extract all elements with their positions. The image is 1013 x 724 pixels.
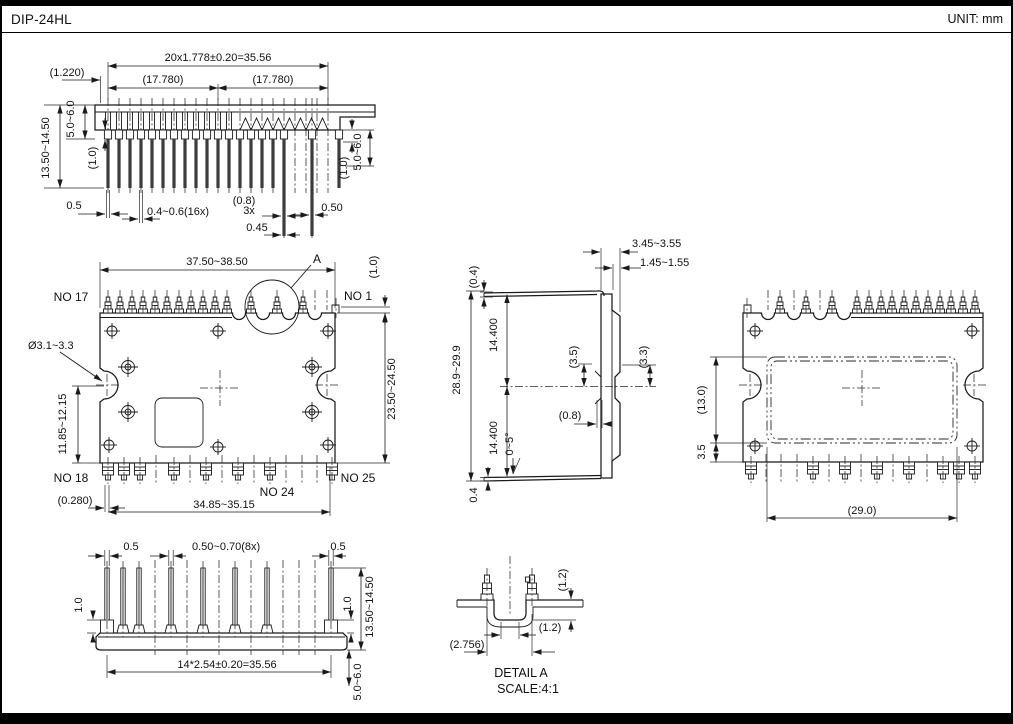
front-pin-row: [103, 129, 344, 237]
dim-body-depth: 23.50~24.50: [386, 358, 398, 419]
detail-a-drawing: (1.2) (1.2) (2.756) DETAIL A SCALE:4:1: [450, 556, 584, 696]
detail-a-circle: [244, 279, 300, 335]
pin24-label: NO 24: [260, 485, 295, 499]
dim-half-span-top: 14.400: [488, 318, 500, 352]
dim-pin-span: 34.85~35.15: [193, 499, 254, 511]
dim-notch-depth: (1.2): [557, 569, 569, 592]
sheet-border-left: [0, 0, 2, 724]
dim-pin-width-right: 0.5: [330, 541, 345, 553]
dim-hole-offset: 11.85~12.15: [57, 394, 69, 455]
dim-total-span: 28.9~29.9: [451, 345, 463, 394]
dim-pin-edge-offset: (1.0): [368, 256, 380, 279]
dim-shoulder-right: 1.0: [342, 596, 354, 611]
dim-draft-angle: 0~5°: [504, 432, 516, 455]
dim-pin-pitch-total: 14*2.54±0.20=35.56: [177, 659, 276, 671]
dim-pad-height: (13.0): [696, 386, 708, 415]
pin1-label: NO 1: [344, 289, 372, 303]
pin18-label: NO 18: [54, 471, 89, 485]
dim-notch-right: (3.3): [638, 346, 650, 369]
back-top-pin-row: [775, 289, 980, 316]
pin25-label: NO 25: [341, 471, 376, 485]
heatsink-pad-outline: [766, 356, 958, 444]
dim-edge-offset: (1.220): [50, 67, 85, 79]
dim-pin-width-045: 0.45: [246, 222, 267, 234]
detail-a-pins: [480, 567, 539, 609]
back-hole-marks: [746, 322, 981, 455]
back-center-mark: [842, 370, 882, 406]
dim-body-thickness: 1.45~1.55: [640, 257, 689, 269]
sheet-border-bottom: [0, 713, 1013, 724]
plan-top-pin-row: [103, 289, 308, 316]
dim-standoff-right: 5.0~6.0: [352, 133, 364, 170]
plan-view-drawing: A 37.50~38.50 (1.0) 23.50~24.50 NO 17 NO…: [28, 252, 398, 516]
dim-pin-offset: (0.280): [58, 495, 93, 507]
mounting-hole-marks: [100, 322, 337, 456]
unit-label: UNIT: mm: [947, 12, 1003, 26]
dim-shoulder-left: 1.0: [73, 597, 85, 612]
dim-notch-left: (3.5): [568, 346, 580, 369]
dim-lead-thickness-top: (0.4): [468, 266, 480, 289]
title-block: DIP-24HL UNIT: mm: [2, 6, 1011, 33]
detail-a-callout: A: [313, 252, 321, 266]
dim-half-span-left: (17.780): [143, 74, 184, 86]
side-view-drawing: 3.45~3.55 1.45~1.55 (0.4) 28.9~29.9 14.4…: [451, 238, 689, 503]
dim-notch-width: (1.2): [539, 622, 562, 634]
dim-pad-width: (29.0): [848, 505, 877, 517]
front-view-drawing: 20x1.778±0.20=35.56 (1.220) (17.780) (17…: [40, 52, 376, 238]
dim-pin-width-left: 0.5: [123, 541, 138, 553]
dim-pin-pitch: (2.756): [450, 639, 485, 651]
dim-total-height: 13.50~14.50: [364, 576, 376, 637]
dim-pin-pitch-total: 20x1.778±0.20=35.56: [165, 52, 272, 64]
dim-standoff-left: 5.0~6.0: [65, 100, 77, 137]
pin17-label: NO 17: [54, 290, 89, 304]
dim-pin-width-right: 0.50: [321, 202, 342, 214]
heatsink-pad-inner: [770, 360, 954, 440]
dim-pin-width-8x: 0.50~0.70(8x): [192, 541, 260, 553]
dim-half-span-bottom: 14.400: [488, 421, 500, 455]
sheet-border-top: [0, 0, 1013, 6]
dim-total-height: 13.50~14.50: [40, 117, 52, 178]
detail-a-scale: SCALE:4:1: [497, 682, 559, 696]
back-view-drawing: (13.0) 3.5 (29.0): [696, 289, 987, 522]
dim-pin-width-08: (0.8): [233, 195, 256, 207]
dim-lead-thickness-bottom: 0.4: [468, 487, 480, 502]
dim-plate-thickness: 3.45~3.55: [632, 238, 681, 250]
dim-hole-diameter: Ø3.1~3.3: [28, 340, 74, 352]
dim-half-span-right: (17.780): [253, 74, 294, 86]
dim-pin-width-left: 0.5: [66, 200, 81, 212]
dim-pad-offset: 3.5: [696, 444, 708, 459]
dim-standoff: 5.0~6.0: [352, 663, 364, 700]
sheet-border-right: [1011, 0, 1013, 724]
dim-pin-count-3x: 3x: [243, 205, 255, 217]
package-center-mark: [200, 370, 240, 406]
dim-shoulder-right: (1.0): [338, 157, 350, 180]
part-number: DIP-24HL: [11, 11, 72, 27]
dim-body-width: 37.50~38.50: [186, 256, 247, 268]
dim-pin-width-16x: 0.4~0.6(16x): [147, 206, 209, 218]
dim-step: (0.8): [559, 410, 582, 422]
detail-a-title: DETAIL A: [494, 666, 548, 680]
dim-shoulder-left: (1.0): [87, 147, 99, 170]
bottom-row-view-drawing: 0.5 0.50~0.70(8x) 0.5 1.0 1.0 13.50~14.5…: [73, 541, 376, 701]
label-area: [154, 397, 204, 448]
